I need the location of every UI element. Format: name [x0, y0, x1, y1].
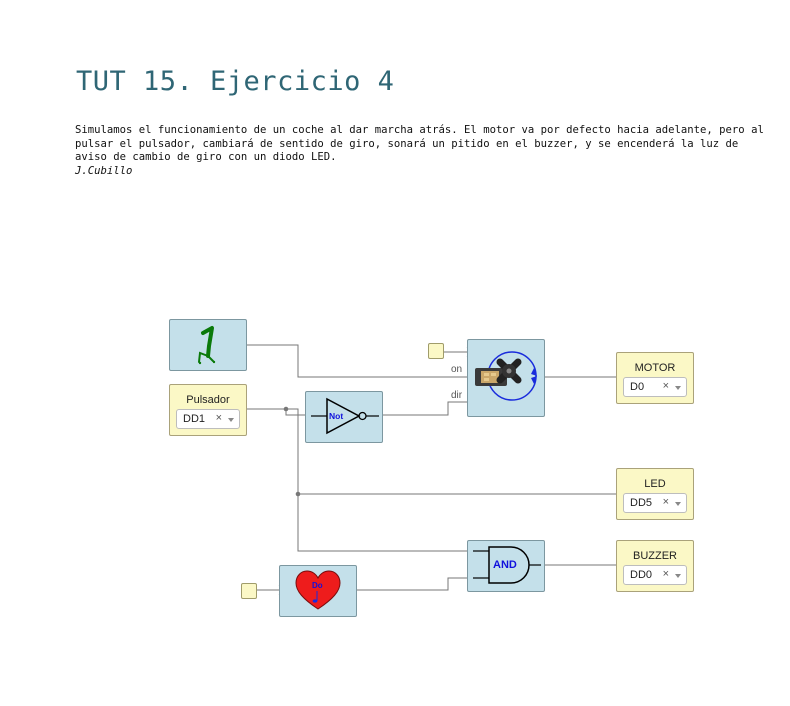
clock-icon — [198, 326, 216, 365]
servo-motor-icon — [475, 351, 537, 401]
chevron-down-icon[interactable] — [675, 502, 681, 506]
buzzer-pin-select[interactable]: DD0 × — [623, 565, 687, 585]
and-gate-block[interactable]: AND — [467, 540, 545, 592]
servo-motor-block[interactable] — [467, 339, 545, 417]
pulsador-pin-select[interactable]: DD1 × — [176, 409, 240, 429]
motor-pin-value: D0 — [630, 381, 645, 393]
note-config-box[interactable] — [241, 583, 257, 599]
description-text: Simulamos el funcionamiento de un coche … — [75, 124, 764, 163]
not-gate-icon — [311, 397, 379, 435]
note-label: Do — [312, 581, 323, 590]
buzzer-output: BUZZER DD0 × — [616, 540, 694, 592]
led-label: LED — [644, 478, 666, 490]
author-name: J.Cubillo — [75, 164, 133, 177]
note-block[interactable]: Do — [279, 565, 357, 617]
motor-pin-select[interactable]: D0 × — [623, 377, 687, 397]
pulsador-label: Pulsador — [186, 394, 230, 406]
page-description: Simulamos el funcionamiento de un coche … — [75, 124, 765, 178]
led-pin-select[interactable]: DD5 × — [623, 493, 687, 513]
not-gate-label: Not — [329, 411, 344, 421]
and-gate-label: AND — [493, 559, 517, 571]
pulsador-pin-value: DD1 — [183, 413, 206, 425]
clear-icon[interactable]: × — [662, 380, 669, 392]
clock-block[interactable] — [169, 319, 247, 371]
dir-port-label: dir — [451, 390, 463, 401]
clear-icon[interactable]: × — [662, 568, 669, 580]
buzzer-pin-value: DD0 — [630, 569, 653, 581]
clear-icon[interactable]: × — [662, 496, 669, 508]
motor-config-box[interactable] — [428, 343, 444, 359]
not-gate-block[interactable]: Not — [305, 391, 383, 443]
chevron-down-icon[interactable] — [675, 386, 681, 390]
pulsador-input: Pulsador DD1 × — [169, 384, 247, 436]
led-output: LED DD5 × — [616, 468, 694, 520]
page-title: TUT 15. Ejercicio 4 — [76, 66, 395, 97]
heart-icon — [295, 570, 341, 610]
motor-output: MOTOR D0 × — [616, 352, 694, 404]
motor-label: MOTOR — [634, 362, 676, 374]
clear-icon[interactable]: × — [215, 412, 222, 424]
buzzer-label: BUZZER — [633, 550, 677, 562]
chevron-down-icon[interactable] — [228, 418, 234, 422]
led-pin-value: DD5 — [630, 497, 653, 509]
chevron-down-icon[interactable] — [675, 574, 681, 578]
on-port-label: on — [451, 364, 463, 375]
and-gate-icon — [473, 546, 541, 584]
